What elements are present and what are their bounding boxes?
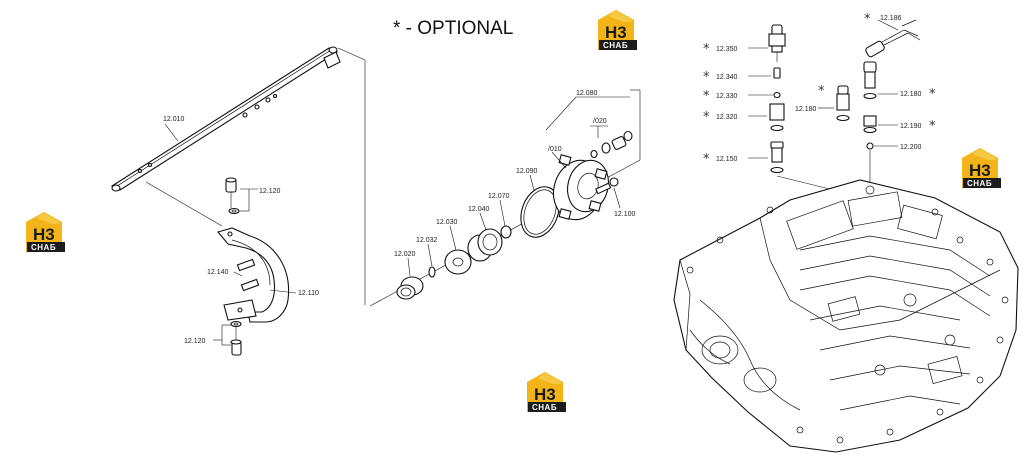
watermark-logo-top: H3 CHAБ <box>598 10 637 50</box>
watermark-text: CHAБ <box>31 243 56 252</box>
label-12-350: 12.350 <box>716 46 738 53</box>
bolt-12-120-lower <box>230 320 242 356</box>
label-12-330: 12.330 <box>716 93 738 100</box>
label-12-020: 12.020 <box>394 251 416 258</box>
watermark-text: CHAБ <box>603 41 628 50</box>
shift-fork <box>217 227 290 323</box>
star-12-180-right: * <box>929 87 936 102</box>
bolt-12-120-upper <box>225 177 240 215</box>
part-12-180-right <box>863 61 877 100</box>
shift-rod <box>110 46 341 192</box>
star-12-320: * <box>703 110 710 125</box>
part-12-150 <box>770 141 784 174</box>
label-12-120-lower: 12.120 <box>184 338 206 345</box>
star-12-186: * <box>864 12 871 27</box>
part-12-200 <box>866 142 874 150</box>
watermark-letters: H3 <box>33 225 55 244</box>
label-12-180-right: 12.180 <box>900 91 922 98</box>
part-12-070 <box>500 225 512 239</box>
watermark-letters: H3 <box>534 385 556 404</box>
watermark-logo-left: H3 CHAБ <box>26 212 65 252</box>
label-12-040: 12.040 <box>468 206 490 213</box>
part-12-340 <box>773 67 781 79</box>
sensor-group: * 12.350 * 12.340 * 12.330 * 12.320 * 12… <box>703 12 936 195</box>
label-12-032: 12.032 <box>416 237 438 244</box>
label-12-030: 12.030 <box>436 219 458 226</box>
part-12-040 <box>467 228 503 262</box>
label-12-140: 12.140 <box>207 269 229 276</box>
gearbox-housing <box>673 179 1019 453</box>
part-plug-020 <box>590 130 633 159</box>
label-020: /020 <box>593 118 607 125</box>
label-12-110: 12.110 <box>298 290 319 297</box>
star-12-340: * <box>703 70 710 85</box>
label-010: /010 <box>548 146 562 153</box>
label-12-180-left: 12.180 <box>795 106 817 113</box>
label-12-200: 12.200 <box>900 144 922 151</box>
star-12-150: * <box>703 152 710 167</box>
part-cover-010 <box>553 154 610 221</box>
part-12-330 <box>773 91 781 99</box>
part-12-030 <box>444 249 472 275</box>
watermark-logo-right: H3 CHAБ <box>962 148 1001 188</box>
part-12-180-left <box>836 85 850 122</box>
watermark-letters: H3 <box>605 23 627 42</box>
label-12-150: 12.150 <box>716 156 738 163</box>
label-12-340: 12.340 <box>716 74 738 81</box>
star-12-180-left: * <box>818 84 825 99</box>
part-screw-12-100 <box>595 177 619 195</box>
watermark-text: CHAБ <box>967 179 992 188</box>
label-12-100: 12.100 <box>614 211 636 218</box>
part-12-320 <box>769 103 785 132</box>
watermark-letters: H3 <box>969 161 991 180</box>
optional-note: * - OPTIONAL <box>393 18 513 39</box>
label-12-070: 12.070 <box>488 193 510 200</box>
star-12-330: * <box>703 89 710 104</box>
part-12-032 <box>428 266 436 278</box>
star-12-350: * <box>703 42 710 57</box>
label-12-010: 12.010 <box>163 116 185 123</box>
label-12-120-upper: 12.120 <box>259 188 281 195</box>
part-12-186 <box>865 19 921 58</box>
label-12-320: 12.320 <box>716 114 738 121</box>
part-12-090 <box>520 186 560 238</box>
piston-cover-group: 12.020 12.032 12.030 12.040 12.070 12.09… <box>369 89 641 307</box>
label-12-190: 12.190 <box>900 123 922 130</box>
label-12-186: 12.186 <box>880 15 902 22</box>
label-12-080: 12.080 <box>576 90 598 97</box>
watermark-logo-bottom: H3 CHAБ <box>527 372 566 412</box>
part-12-350 <box>768 24 786 62</box>
watermark-text: CHAБ <box>532 403 557 412</box>
shift-rod-group: 12.010 12.120 12.110 12.14 <box>110 46 366 356</box>
star-12-190: * <box>929 119 936 134</box>
part-12-020 <box>396 276 424 300</box>
label-12-090: 12.090 <box>516 168 538 175</box>
part-12-190 <box>863 115 877 134</box>
